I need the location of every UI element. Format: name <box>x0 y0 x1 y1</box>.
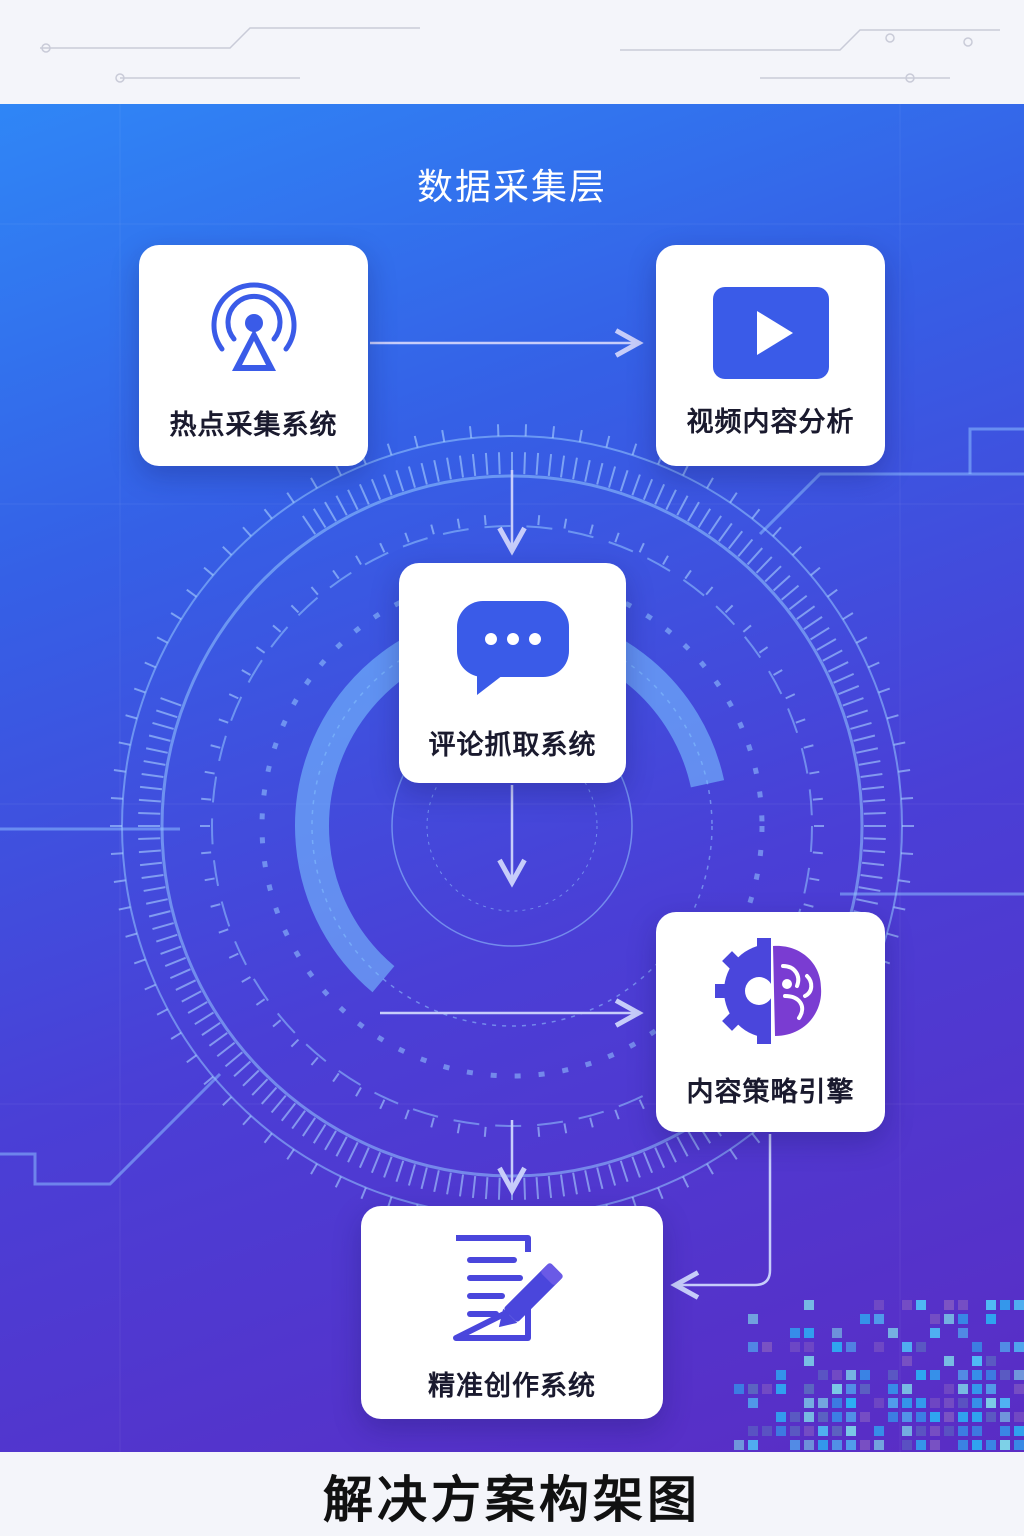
node-precision-writing[interactable]: 精准创作系统 <box>361 1206 663 1419</box>
node-label: 评论抓取系统 <box>428 730 597 761</box>
document-pencil-icon <box>453 1235 563 1341</box>
node-video-analysis[interactable]: 视频内容分析 <box>656 245 885 466</box>
footer-title: 解决方案构架图 <box>323 1471 701 1529</box>
broadcast-signal-icon <box>211 282 296 371</box>
node-label: 精准创作系统 <box>428 1371 596 1402</box>
gear-brain-icon <box>714 938 821 1044</box>
circuit-decoration-top <box>40 27 1000 83</box>
footer-strip <box>0 1452 1024 1536</box>
node-label: 内容策略引擎 <box>686 1077 855 1108</box>
chat-bubble-icon <box>456 601 569 695</box>
node-comment-scraping[interactable]: 评论抓取系统 <box>399 563 626 783</box>
node-strategy-engine[interactable]: 内容策略引擎 <box>656 912 885 1132</box>
node-label: 热点采集系统 <box>169 410 338 441</box>
node-label: 视频内容分析 <box>686 407 855 438</box>
node-hotspot-collection[interactable]: 热点采集系统 <box>139 245 368 466</box>
top-header-strip <box>0 0 1024 104</box>
layer-title: 数据采集层 <box>416 167 607 208</box>
video-play-icon <box>712 287 829 379</box>
